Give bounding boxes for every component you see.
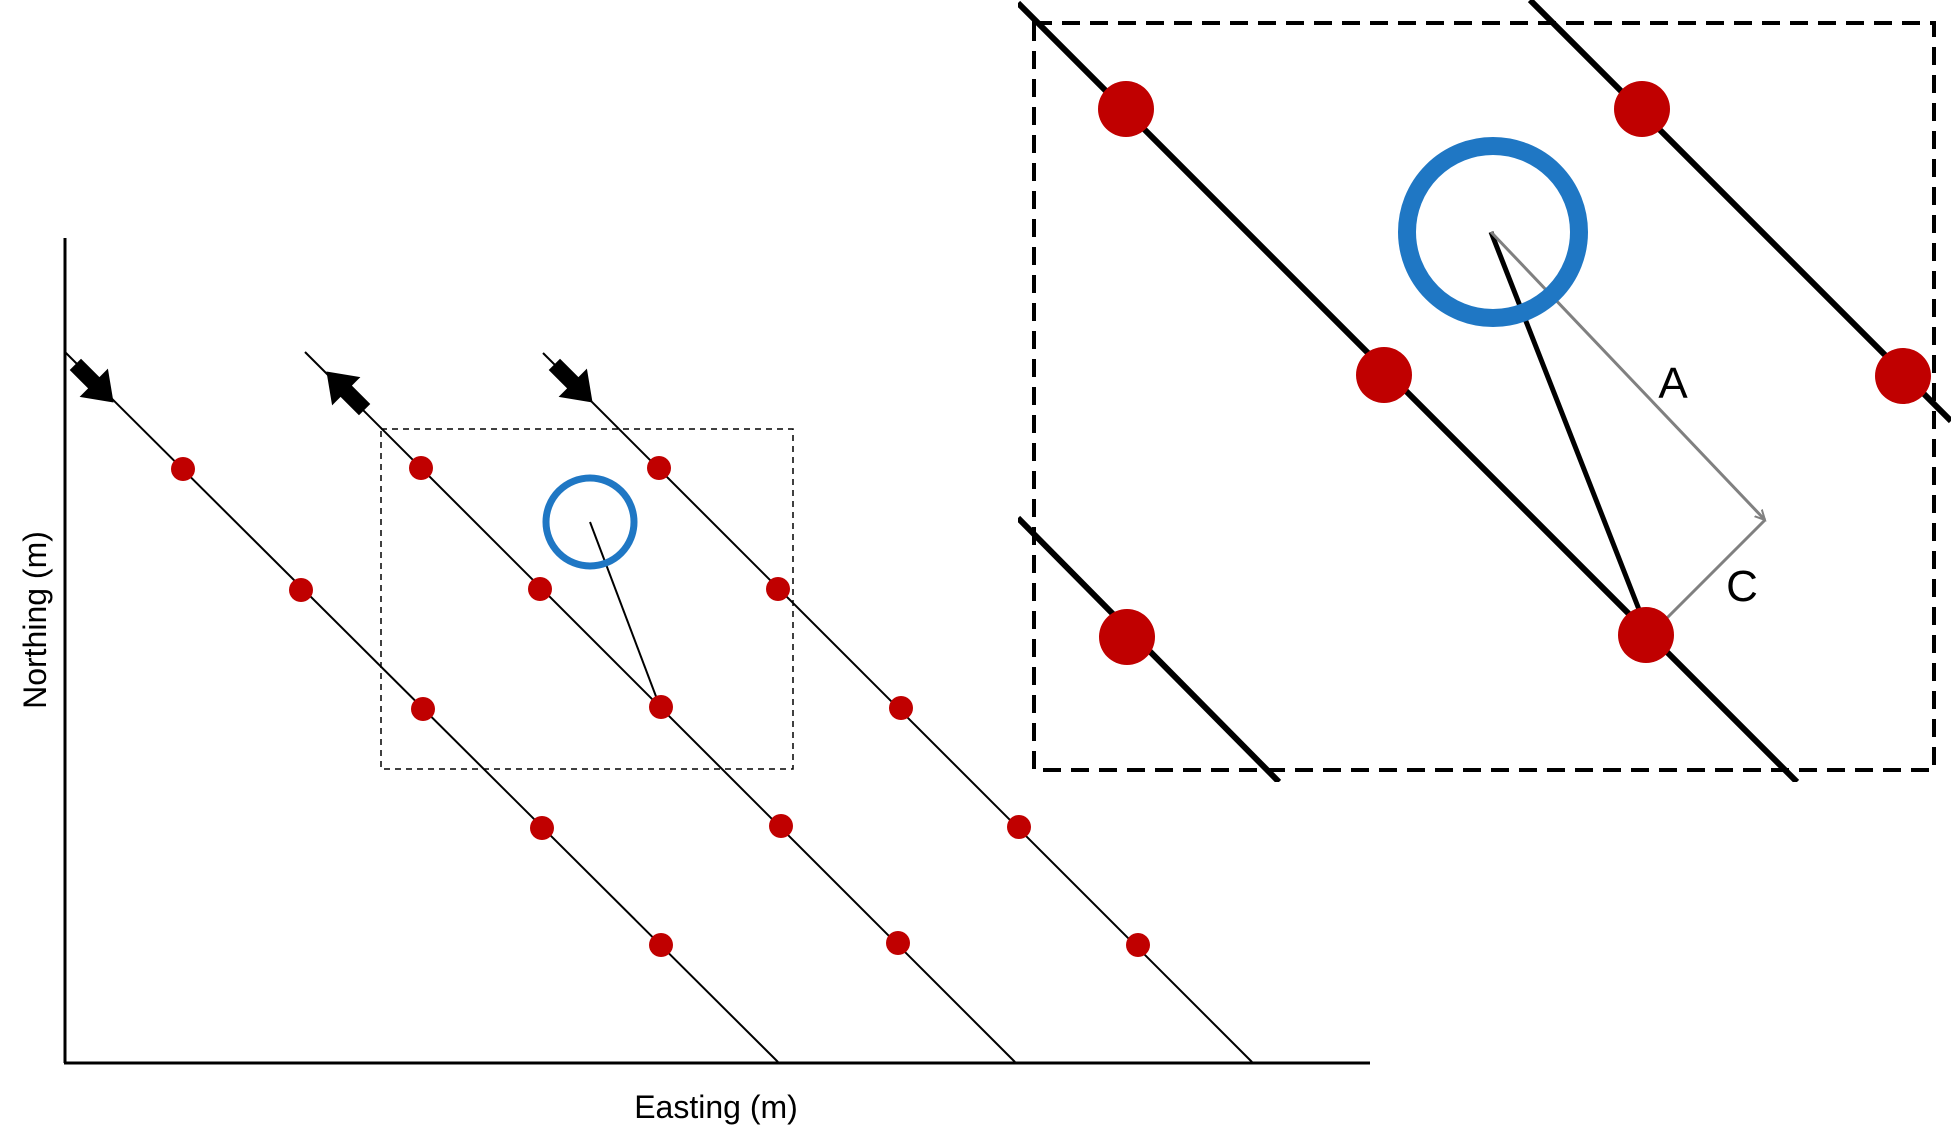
vector-c-label: C — [1726, 562, 1758, 611]
connector-line — [589, 521, 661, 708]
inset-target-circle — [1398, 137, 1588, 327]
inset-connector-line — [1488, 231, 1652, 636]
station-dot — [409, 456, 433, 480]
main-plot: Easting (m) Northing (m) — [17, 238, 1370, 1125]
arrow-up-left-icon — [326, 371, 371, 416]
station-dot — [530, 816, 554, 840]
target-circle — [542, 474, 638, 570]
station-dot — [886, 931, 910, 955]
inset-frame — [1032, 21, 1936, 772]
vector-c — [1651, 518, 1767, 634]
zoom-inset: A C — [1018, 0, 1951, 782]
station-dot — [171, 457, 195, 481]
inset-station-dot — [1618, 607, 1674, 663]
vector-a-label: A — [1658, 359, 1688, 408]
station-dot — [528, 577, 552, 601]
inset-station-dot — [1875, 348, 1931, 404]
station-dot — [649, 933, 673, 957]
station-dot — [889, 696, 913, 720]
inset-survey-line-2 — [1527, 0, 1951, 424]
inset-station-dot — [1356, 347, 1412, 403]
x-axis-label: Easting (m) — [634, 1089, 798, 1125]
arrow-down-right-icon — [69, 358, 114, 403]
station-dot — [769, 814, 793, 838]
station-dot — [1007, 815, 1031, 839]
inset-station-dot — [1098, 81, 1154, 137]
zoom-region-box — [380, 428, 794, 770]
vector-a — [1489, 230, 1765, 520]
station-dot — [766, 577, 790, 601]
station-dot — [411, 697, 435, 721]
station-dot — [1126, 933, 1150, 957]
station-dot — [289, 578, 313, 602]
arrow-down-right-icon — [548, 358, 593, 403]
inset-station-dot — [1614, 81, 1670, 137]
station-dot — [647, 456, 671, 480]
inset-station-dot — [1099, 609, 1155, 665]
station-dot — [649, 695, 673, 719]
y-axis-label: Northing (m) — [17, 531, 53, 709]
